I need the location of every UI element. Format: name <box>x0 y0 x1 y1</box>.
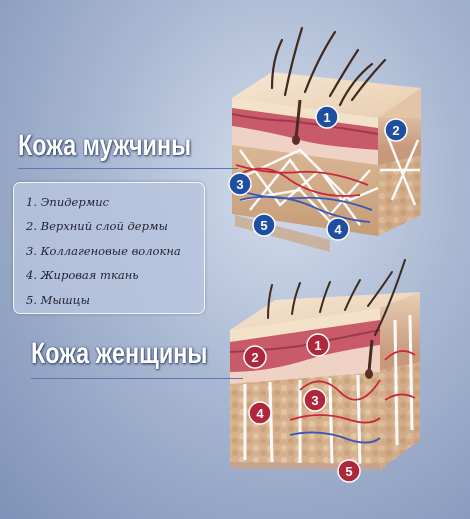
female-badge-1: 1 <box>306 333 330 357</box>
male-title-pointer-line <box>18 168 238 169</box>
legend-item-muscles: 5. Мышцы <box>26 292 91 307</box>
female-skin-title: Кожа женщины <box>31 337 208 370</box>
female-badge-2-label: 2 <box>251 350 258 365</box>
female-badge-4-label: 4 <box>256 406 264 421</box>
legend-box: 1. Эпидермис 2. Верхний слой дермы 3. Ко… <box>13 182 205 314</box>
female-skin-block <box>229 259 420 470</box>
legend-item-epidermis: 1. Эпидермис <box>26 195 110 209</box>
female-badge-3: 3 <box>303 388 327 412</box>
female-badge-3-label: 3 <box>311 393 318 408</box>
male-badge-4: 4 <box>326 217 350 241</box>
male-badge-2: 2 <box>384 118 408 142</box>
female-badge-4: 4 <box>248 401 272 425</box>
male-badge-2-label: 2 <box>392 123 399 138</box>
male-badge-3-label: 3 <box>236 177 243 192</box>
male-badge-1: 1 <box>315 105 339 129</box>
legend-item-collagen: 3. Коллагеновые волокна <box>26 243 181 258</box>
legend-item-upper-dermis: 2. Верхний слой дермы <box>26 219 168 234</box>
male-badge-3: 3 <box>228 172 252 196</box>
male-badge-5: 5 <box>252 213 276 237</box>
male-badge-1-label: 1 <box>323 110 330 125</box>
male-skin-title: Кожа мужчины <box>18 129 192 162</box>
male-badge-5-label: 5 <box>260 218 267 233</box>
female-badge-5: 5 <box>337 459 361 483</box>
female-title-pointer-line <box>31 378 243 379</box>
male-skin-block <box>231 26 421 252</box>
female-badge-5-label: 5 <box>345 464 352 479</box>
female-badge-1-label: 1 <box>314 338 321 353</box>
female-badge-2: 2 <box>243 345 267 369</box>
legend-item-fat: 4. Жировая ткань <box>26 268 139 283</box>
male-badge-4-label: 4 <box>334 222 342 237</box>
